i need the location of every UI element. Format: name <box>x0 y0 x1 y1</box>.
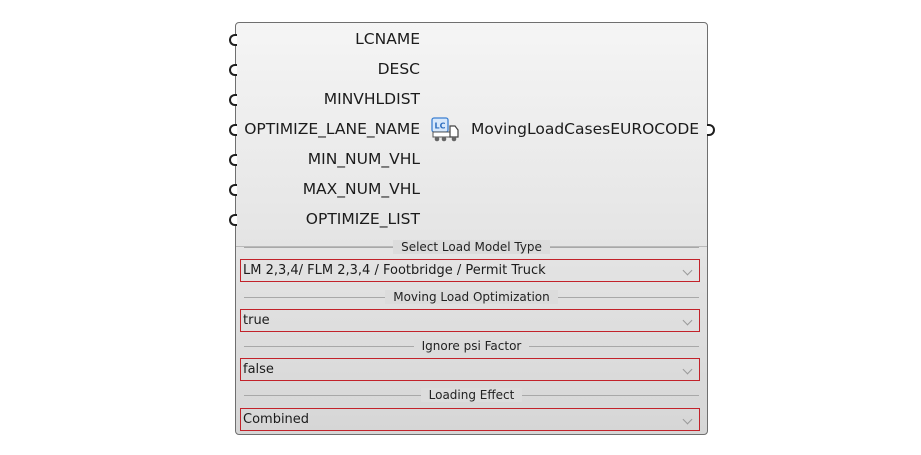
moving-load-truck-icon: LC <box>431 117 459 142</box>
section-title-load-model-type: Select Load Model Type <box>236 239 707 255</box>
chevron-down-icon <box>682 414 693 425</box>
chevron-down-icon <box>682 265 693 276</box>
input-label-optimize-list: OPTIMIZE_LIST <box>305 210 420 228</box>
input-grip-lcname[interactable] <box>229 34 237 46</box>
loading-effect-value: Combined <box>243 412 310 427</box>
section-title-moving-load-optimization: Moving Load Optimization <box>236 289 707 305</box>
input-grip-min-num-vhl[interactable] <box>229 154 237 166</box>
loading-effect-dropdown[interactable]: Combined <box>240 408 700 431</box>
input-label-minvhldist: MINVHLDIST <box>323 90 420 108</box>
load-model-type-value: LM 2,3,4/ FLM 2,3,4 / Footbridge / Permi… <box>243 263 546 278</box>
input-label-optimize-lane-name: OPTIMIZE_LANE_NAME <box>244 120 420 138</box>
section-title-ignore-psi-factor: Ignore psi Factor <box>236 338 707 354</box>
output-grip-moving-load-cases[interactable] <box>707 124 715 136</box>
chevron-down-icon <box>682 315 693 326</box>
input-grip-desc[interactable] <box>229 64 237 76</box>
svg-text:LC: LC <box>435 122 446 131</box>
input-grip-optimize-list[interactable] <box>229 214 237 226</box>
moving-load-optimization-dropdown[interactable]: true <box>240 309 700 332</box>
input-grip-optimize-lane-name[interactable] <box>229 124 237 136</box>
chevron-down-icon <box>682 364 693 375</box>
ignore-psi-factor-value: false <box>243 362 274 377</box>
input-label-min-num-vhl: MIN_NUM_VHL <box>307 150 420 168</box>
output-label-moving-load-cases: MovingLoadCasesEUROCODE <box>471 120 700 138</box>
input-label-max-num-vhl: MAX_NUM_VHL <box>302 180 420 198</box>
load-model-type-dropdown[interactable]: LM 2,3,4/ FLM 2,3,4 / Footbridge / Permi… <box>240 259 700 282</box>
input-label-lcname: LCNAME <box>355 30 420 48</box>
grasshopper-component-body[interactable] <box>235 22 708 435</box>
input-label-desc: DESC <box>377 60 420 78</box>
moving-load-optimization-value: true <box>243 313 270 328</box>
ignore-psi-factor-dropdown[interactable]: false <box>240 358 700 381</box>
input-grip-minvhldist[interactable] <box>229 94 237 106</box>
input-grip-max-num-vhl[interactable] <box>229 184 237 196</box>
section-title-loading-effect: Loading Effect <box>236 387 707 403</box>
